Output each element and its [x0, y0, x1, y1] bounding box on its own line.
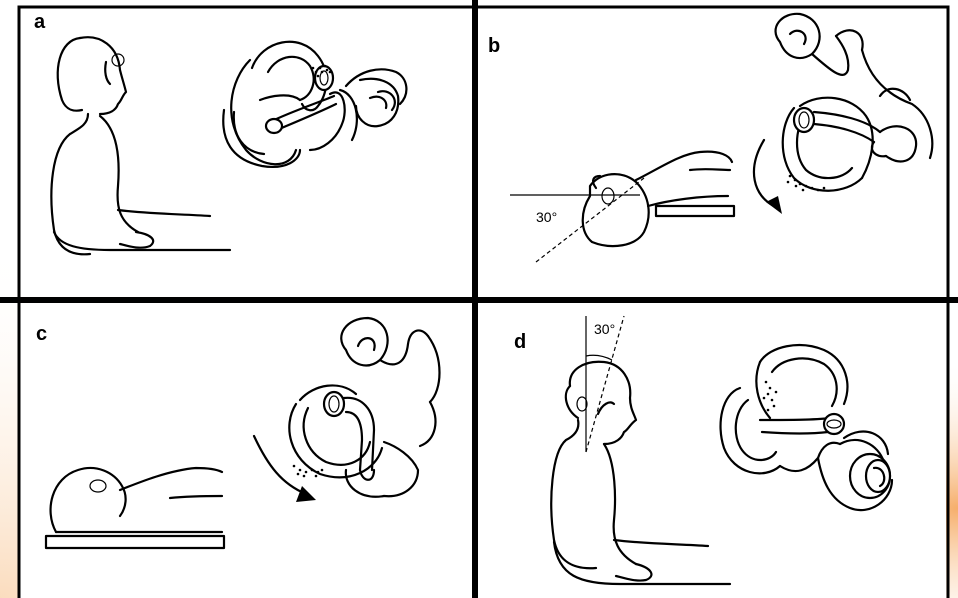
panel-label-a: a: [34, 11, 46, 33]
table-surface-b: [656, 206, 734, 216]
panel-label-c: c: [36, 323, 47, 345]
angle-label-d: 30°: [594, 321, 615, 337]
angle-label-b: 30°: [536, 209, 557, 225]
panel-d-background: [478, 304, 946, 598]
panel-label-b: b: [488, 35, 500, 57]
table-surface-c: [46, 536, 224, 548]
panel-label-d: d: [514, 331, 526, 353]
panel-a-background: [20, 8, 472, 296]
panel-c-background: [20, 304, 472, 598]
